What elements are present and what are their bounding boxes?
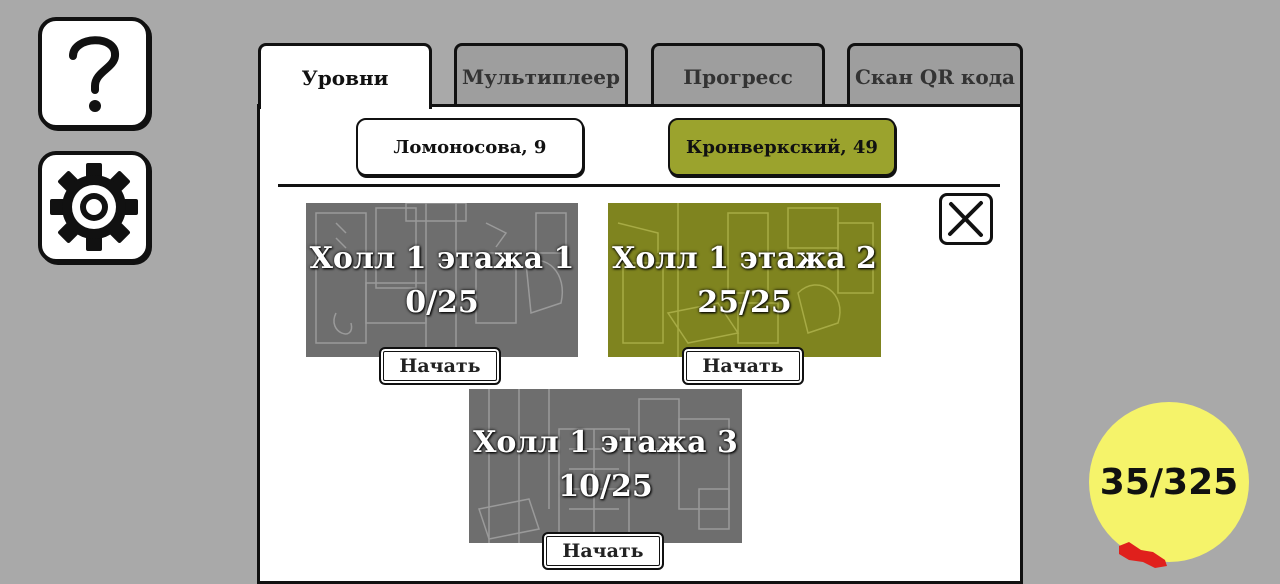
total-progress-value: 35/325: [1099, 461, 1239, 503]
level-2-image: [608, 203, 881, 357]
level-3-progress: 10/25: [558, 469, 653, 504]
level-1-start-button[interactable]: Начать: [379, 347, 501, 385]
total-progress-badge: 35/325: [1089, 402, 1249, 562]
gear-icon: [50, 163, 138, 251]
tab-qr-scan[interactable]: Скан QR кода: [847, 43, 1023, 107]
help-icon: [69, 36, 119, 112]
settings-button[interactable]: [38, 151, 150, 263]
level-1-title: Холл 1 этажа 1: [309, 241, 575, 276]
level-1-progress: 0/25: [405, 285, 479, 320]
level-2-start-button[interactable]: Начать: [682, 347, 804, 385]
tab-multiplayer[interactable]: Мультиплеер: [454, 43, 628, 107]
location-kronverksky-button[interactable]: Кронверкский, 49: [668, 118, 896, 176]
level-card-2[interactable]: Холл 1 этажа 2 25/25: [608, 203, 881, 357]
level-3-start-button[interactable]: Начать: [542, 532, 664, 570]
level-card-3[interactable]: Холл 1 этажа 3 10/25: [469, 389, 742, 543]
red-scribble-mark: [1119, 542, 1167, 568]
level-3-image: [469, 389, 742, 543]
tab-levels[interactable]: Уровни: [258, 43, 432, 109]
close-icon: [948, 201, 983, 237]
help-button[interactable]: [38, 17, 150, 129]
tab-progress[interactable]: Прогресс: [651, 43, 825, 107]
level-card-1[interactable]: Холл 1 этажа 1 0/25: [306, 203, 578, 357]
level-3-title: Холл 1 этажа 3: [473, 425, 738, 460]
level-2-progress: 25/25: [697, 285, 792, 320]
level-2-title: Холл 1 этажа 2: [612, 241, 877, 276]
divider: [278, 184, 1000, 187]
location-lomonosova-button[interactable]: Ломоносова, 9: [356, 118, 584, 176]
close-button[interactable]: [939, 193, 993, 245]
level-1-image: [306, 203, 578, 357]
